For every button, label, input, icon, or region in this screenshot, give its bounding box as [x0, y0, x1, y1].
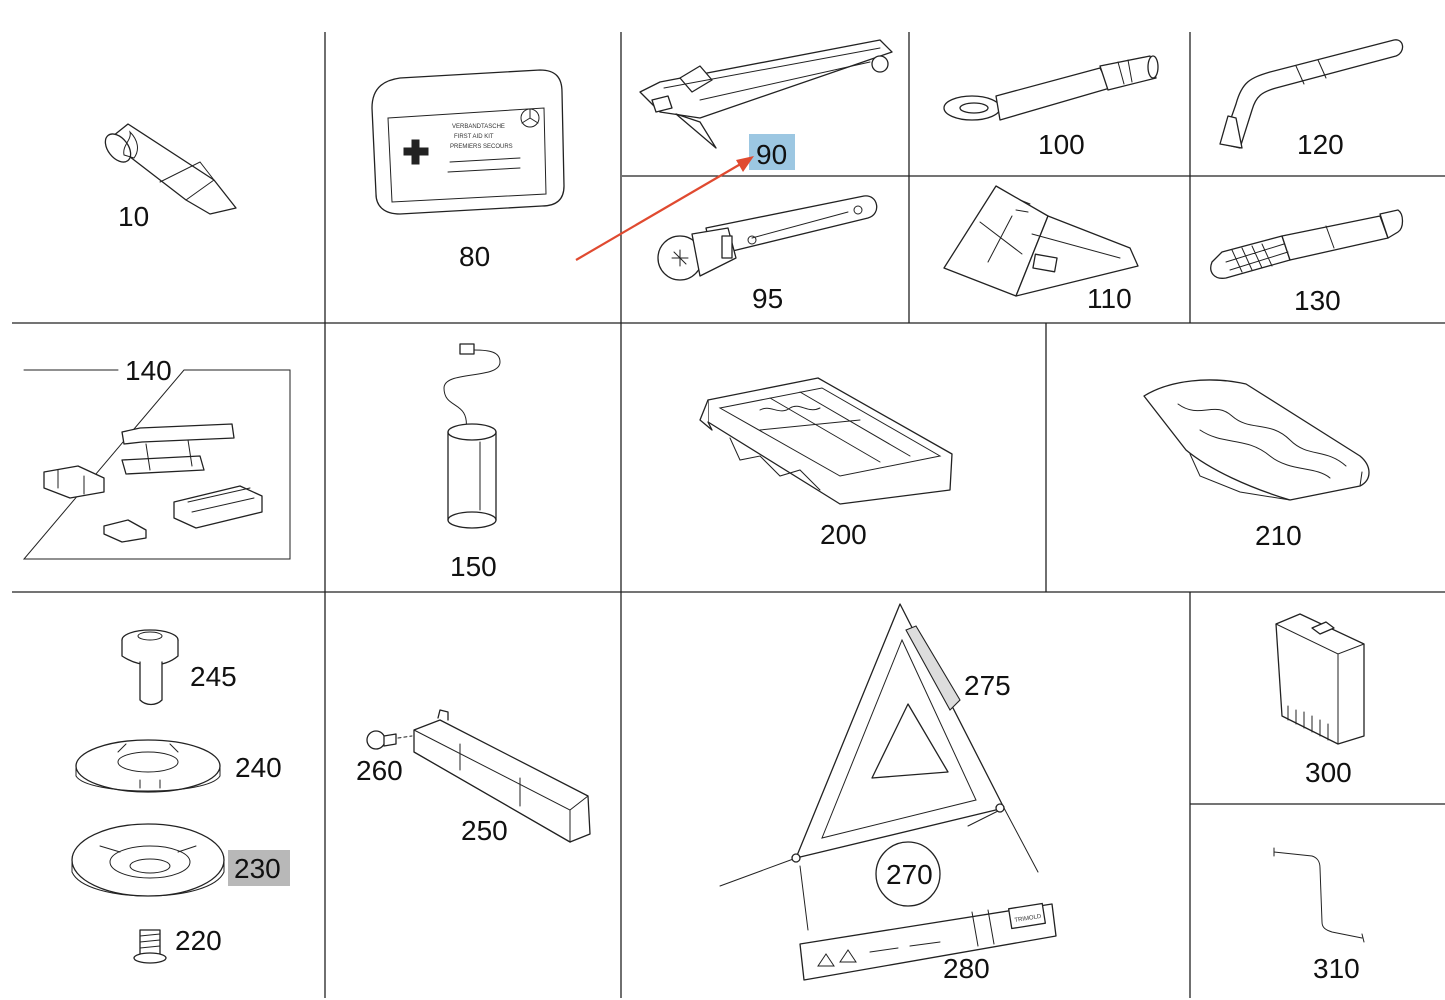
- part-120-illustration: [1219, 39, 1404, 149]
- kit-text-line-3: PREMIERS SECOURS: [450, 144, 513, 150]
- label-230[interactable]: 230: [234, 853, 281, 884]
- label-90[interactable]: 90: [756, 139, 787, 170]
- part-140-illustration: [22, 369, 291, 560]
- part-270-marker: [875, 841, 941, 907]
- part-labels: 10 80 90 95 100 110 120 130 140 150 200 …: [118, 129, 1360, 984]
- label-240[interactable]: 240: [235, 752, 282, 783]
- part-200-illustration: [699, 377, 953, 505]
- label-120[interactable]: 120: [1297, 129, 1344, 160]
- part-210-illustration: [1143, 379, 1370, 501]
- label-200[interactable]: 200: [820, 519, 867, 550]
- label-260[interactable]: 260: [356, 755, 403, 786]
- label-245[interactable]: 245: [190, 661, 237, 692]
- part-245-illustration: [121, 629, 179, 706]
- label-80[interactable]: 80: [459, 241, 490, 272]
- label-95[interactable]: 95: [752, 283, 783, 314]
- part-230-illustration: [71, 823, 225, 897]
- part-90-illustration: [639, 39, 893, 149]
- part-220-illustration: [133, 929, 167, 964]
- label-280[interactable]: 280: [943, 953, 990, 984]
- part-275-illustration: [719, 603, 1039, 931]
- part-310-illustration: [1273, 847, 1365, 943]
- part-80-illustration: VERBANDTASCHE FIRST AID KIT PREMIERS SEC…: [371, 69, 565, 215]
- highlight-box-90: [749, 134, 795, 170]
- label-275[interactable]: 275: [964, 670, 1011, 701]
- part-95-illustration: [657, 195, 878, 281]
- kit-text-line-2: FIRST AID KIT: [454, 134, 494, 140]
- case-brand: TRIMOLD: [1014, 914, 1042, 924]
- label-300[interactable]: 300: [1305, 757, 1352, 788]
- label-310[interactable]: 310: [1313, 953, 1360, 984]
- part-240-illustration: [75, 739, 221, 793]
- label-130[interactable]: 130: [1294, 285, 1341, 316]
- label-150[interactable]: 150: [450, 551, 497, 582]
- part-100-illustration: [943, 55, 1159, 121]
- label-110[interactable]: 110: [1087, 283, 1132, 314]
- label-250[interactable]: 250: [461, 815, 508, 846]
- part-280-illustration: TRIMOLD: [799, 902, 1057, 981]
- label-270[interactable]: 270: [886, 859, 933, 890]
- kit-text-line-1: VERBANDTASCHE: [452, 124, 505, 130]
- part-250-260-illustration: [366, 709, 591, 843]
- part-300-illustration: [1275, 613, 1365, 745]
- label-10[interactable]: 10: [118, 201, 149, 232]
- part-150-illustration: [443, 343, 501, 529]
- label-220[interactable]: 220: [175, 925, 222, 956]
- part-10-illustration: [104, 123, 237, 215]
- grid-lines: [12, 32, 1445, 998]
- label-100[interactable]: 100: [1038, 129, 1085, 160]
- highlight-box-230: [228, 850, 290, 886]
- label-140[interactable]: 140: [125, 355, 172, 386]
- part-130-illustration: [1210, 209, 1404, 279]
- label-210[interactable]: 210: [1255, 520, 1302, 551]
- pointer-arrow: [575, 156, 754, 261]
- part-110-illustration: [943, 185, 1139, 297]
